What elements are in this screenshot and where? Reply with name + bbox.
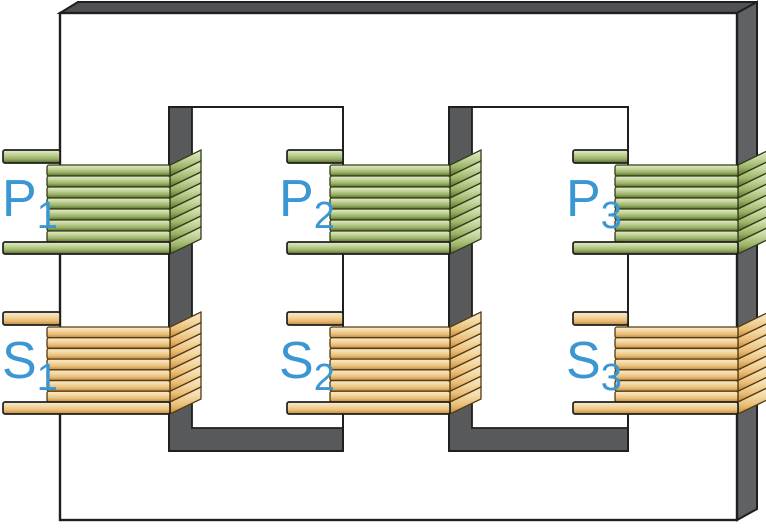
coil-P3-turn-bar bbox=[614, 230, 739, 243]
coil-P3-turn-bar bbox=[614, 208, 739, 221]
coil-label-P2: P2 bbox=[279, 170, 335, 237]
coil-S2-turn-bar bbox=[329, 337, 451, 350]
coil-S3-turn-bar bbox=[614, 358, 739, 371]
coil-S3-turn-bar bbox=[614, 369, 739, 382]
coil-S3-turn-bar bbox=[614, 379, 739, 392]
coil-S1-turn-bar bbox=[46, 326, 171, 339]
core-right-surface bbox=[736, 0, 758, 522]
coil-P1-turn-bar bbox=[46, 164, 171, 177]
coil-P1-turn-bar bbox=[46, 175, 171, 188]
coil-S1-turn-bar bbox=[46, 337, 171, 350]
coil-S3-turn-bar bbox=[614, 326, 739, 339]
coil-P3-turn-bar bbox=[614, 197, 739, 210]
coil-S3-bottom-lead bbox=[572, 401, 739, 415]
coil-S1-turn-bar bbox=[46, 358, 171, 371]
window-front-outline bbox=[448, 106, 629, 452]
coil-S1-turn-bar bbox=[46, 369, 171, 382]
coil-P2 bbox=[286, 148, 482, 256]
coil-S2-turn-bar bbox=[329, 358, 451, 371]
coil-S3-top-lead bbox=[572, 311, 629, 326]
coil-S2-top-lead bbox=[286, 311, 344, 326]
coil-P2-bottom-lead bbox=[286, 241, 451, 255]
coil-S1-top-lead bbox=[2, 311, 61, 326]
coil-P2-turn-bar bbox=[329, 164, 451, 177]
coil-S2-turn-bar bbox=[329, 379, 451, 392]
coil-P1-bottom-lead bbox=[2, 241, 171, 255]
coil-S1-turn-bar bbox=[46, 347, 171, 360]
window-front-outline bbox=[168, 106, 344, 452]
coil-S1-turn-bar bbox=[46, 390, 171, 403]
coil-S1 bbox=[2, 310, 202, 416]
coil-label-S2: S2 bbox=[279, 332, 335, 399]
coil-label-S3: S3 bbox=[566, 332, 622, 399]
coil-S3 bbox=[572, 311, 766, 416]
coil-P3-bottom-lead bbox=[572, 241, 739, 255]
coil-P2-turn-bar bbox=[329, 186, 451, 199]
coil-P1-turn-bar bbox=[46, 208, 171, 221]
core-front-face bbox=[58, 11, 739, 522]
coil-S2-turn-bar bbox=[329, 390, 451, 403]
coil-S2-turn-bar bbox=[329, 326, 451, 339]
coil-P1-top-lead bbox=[2, 149, 61, 164]
coil-S2-turn-bar bbox=[329, 347, 451, 360]
coil-P2-turn-bar bbox=[329, 175, 451, 188]
coil-label-P3: P3 bbox=[566, 170, 622, 237]
coil-P2-turn-bar bbox=[329, 208, 451, 221]
coil-S1-bottom-lead bbox=[2, 401, 171, 415]
coil-label-S1: S1 bbox=[2, 332, 58, 399]
core-top-surface bbox=[56, 0, 758, 14]
coil-S2 bbox=[286, 310, 482, 416]
coil-P3-turn-bar bbox=[614, 186, 739, 199]
coil-S2-turn-bar bbox=[329, 369, 451, 382]
coil-S3-turn-bar bbox=[614, 347, 739, 360]
coil-P2-turn-bar bbox=[329, 230, 451, 243]
coil-P2-turn-bar bbox=[329, 197, 451, 210]
coil-S3-turn-bar bbox=[614, 337, 739, 350]
coil-P3-turn-bar bbox=[614, 175, 739, 188]
coil-P3 bbox=[572, 149, 766, 256]
coil-P3-turn-bar bbox=[614, 219, 739, 232]
coil-P2-top-lead bbox=[286, 149, 344, 164]
coil-P3-turn-bar bbox=[614, 164, 739, 177]
coil-S2-bottom-lead bbox=[286, 401, 451, 415]
coil-P1 bbox=[2, 148, 202, 256]
coil-S1-turn-bar bbox=[46, 379, 171, 392]
coil-P1-turn-bar bbox=[46, 186, 171, 199]
coil-P2-turn-bar bbox=[329, 219, 451, 232]
coil-P3-top-lead bbox=[572, 149, 629, 164]
coil-P1-turn-bar bbox=[46, 219, 171, 232]
coil-label-P1: P1 bbox=[2, 170, 58, 237]
coil-S3-turn-bar bbox=[614, 390, 739, 403]
coil-P1-turn-bar bbox=[46, 230, 171, 243]
coil-P1-turn-bar bbox=[46, 197, 171, 210]
